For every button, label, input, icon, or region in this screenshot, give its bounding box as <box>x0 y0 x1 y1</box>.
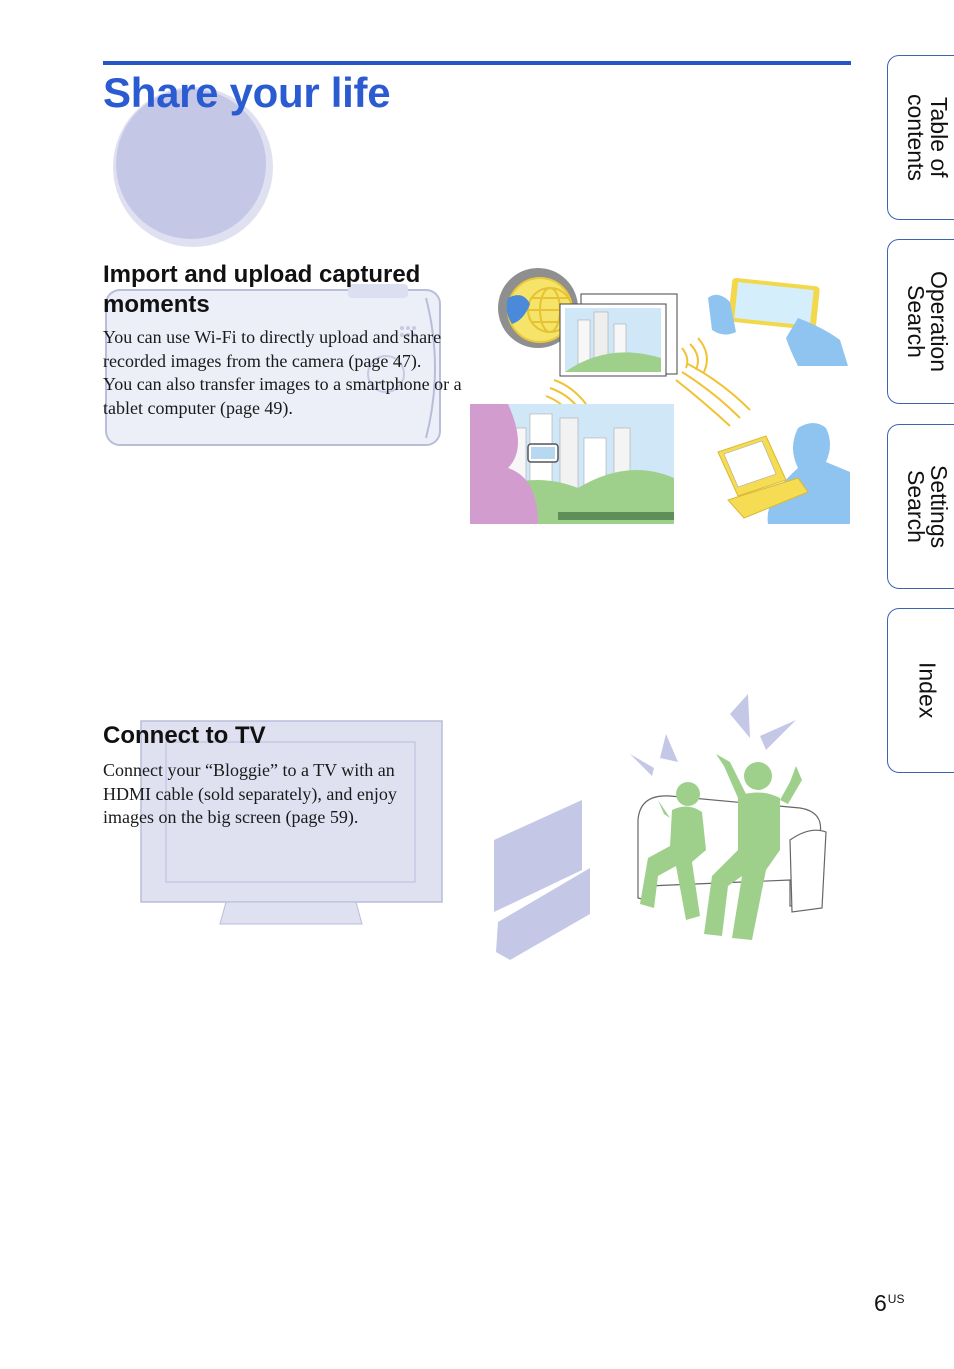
page-number-value: 6 <box>874 1290 887 1316</box>
page-title: Share your life <box>103 69 391 116</box>
photo-stack <box>559 293 678 377</box>
paragraph: You can use Wi-Fi to directly upload and… <box>103 327 442 371</box>
tab-settings-search[interactable]: Settings Search <box>887 424 954 589</box>
city-scene <box>470 404 674 524</box>
section-body-connect-tv: Connect your “Bloggie” to a TV with an H… <box>103 759 433 830</box>
wifi-waves <box>545 337 751 427</box>
tablet-device <box>708 277 848 366</box>
paragraph: You can also transfer images to a smartp… <box>103 374 462 418</box>
tab-index[interactable]: Index <box>887 608 954 773</box>
page-number: 6US <box>874 1290 904 1317</box>
camera-background-graphic <box>105 284 441 446</box>
tab-label: Table of contents <box>903 94 952 181</box>
title-circle-graphic <box>113 87 273 247</box>
wifi-sharing-illustration <box>470 268 850 524</box>
top-rule <box>103 61 851 65</box>
globe-icon <box>498 268 578 348</box>
tab-operation-search[interactable]: Operation Search <box>887 239 954 404</box>
tab-table-of-contents[interactable]: Table of contents <box>887 55 954 220</box>
laptop-scene <box>717 423 850 524</box>
tab-label: Index <box>914 662 941 719</box>
section-body-import-upload: You can use Wi-Fi to directly upload and… <box>103 326 465 420</box>
excitement-burst <box>630 694 796 776</box>
tab-label: Operation Search <box>903 270 952 372</box>
tab-label: Settings Search <box>903 464 952 549</box>
page-number-suffix: US <box>887 1292 905 1306</box>
tv-viewing-illustration <box>494 694 827 960</box>
tv-background-graphic <box>140 720 443 925</box>
tv-screen-shape <box>494 800 590 960</box>
people-silhouettes <box>640 754 802 940</box>
paragraph: Connect your “Bloggie” to a TV with an H… <box>103 760 397 827</box>
section-heading-import-upload: Import and upload captured moments <box>103 261 421 318</box>
section-heading-connect-tv: Connect to TV <box>103 722 266 749</box>
